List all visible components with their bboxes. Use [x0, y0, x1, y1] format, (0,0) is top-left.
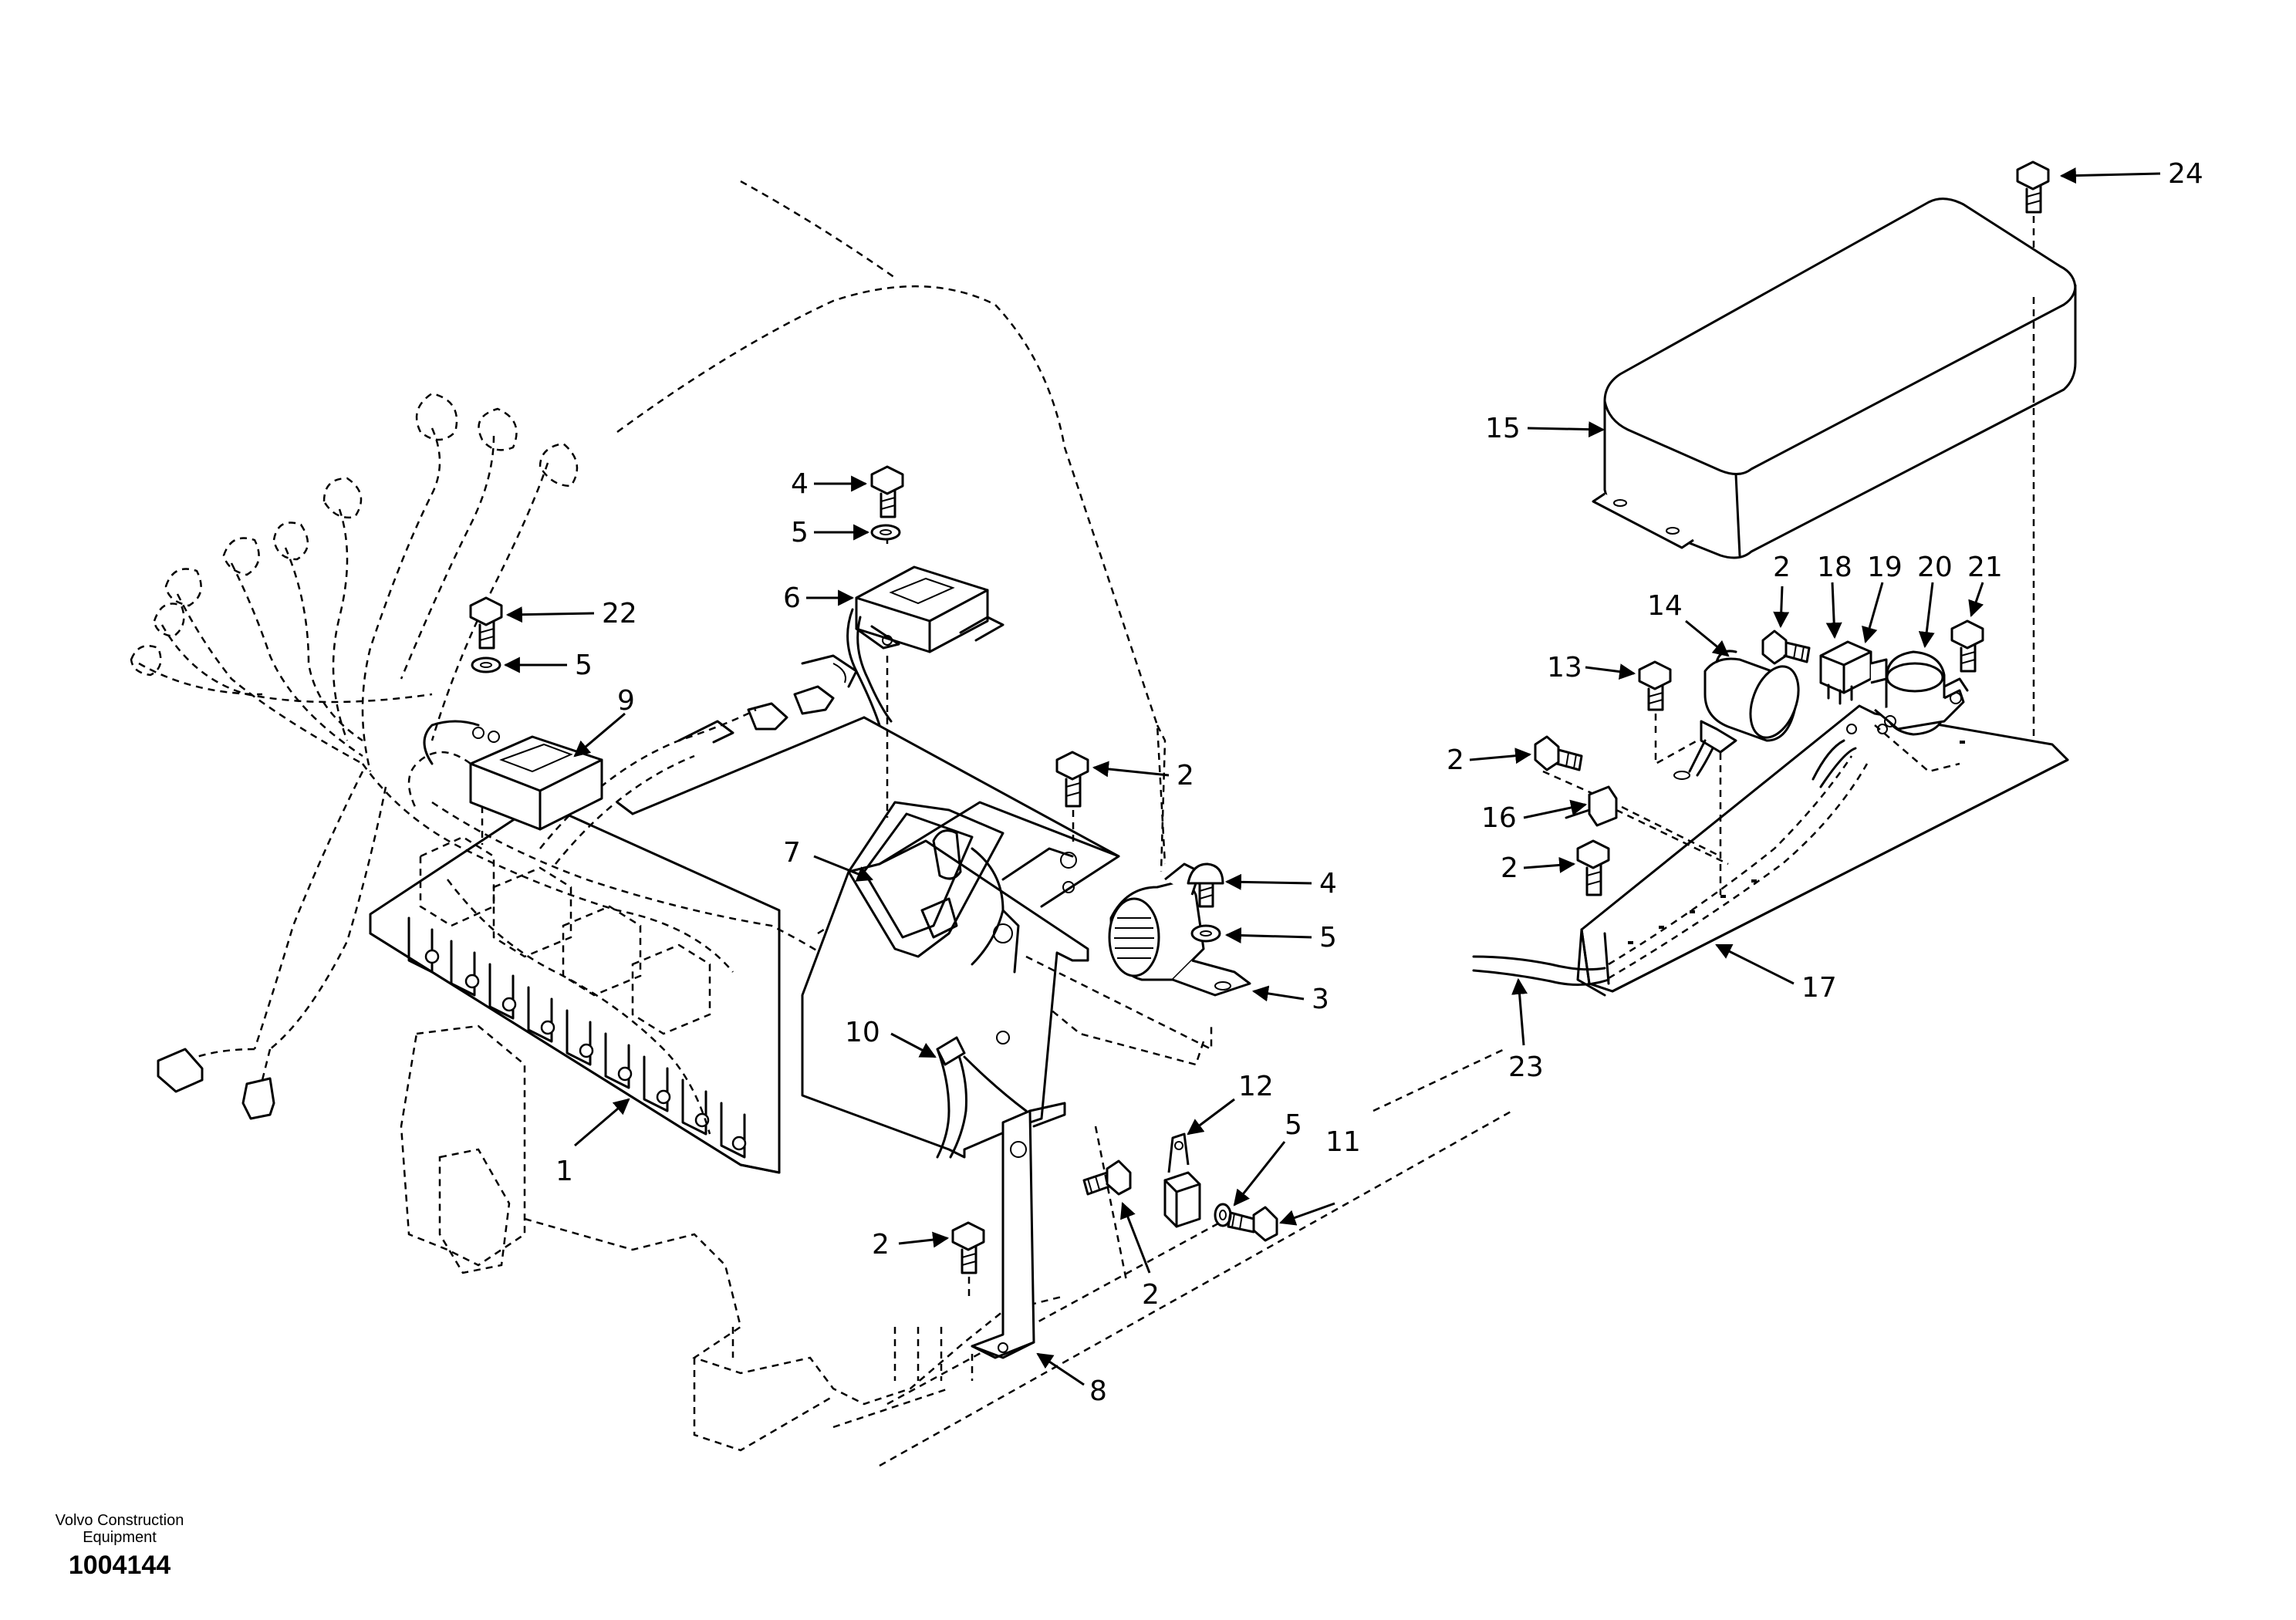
bolt-4b — [1187, 862, 1224, 908]
base-plate-17 — [1542, 704, 2069, 997]
callout-5-controller: 5 — [791, 517, 809, 548]
harness-connectors — [157, 1048, 275, 1120]
callout-9: 9 — [617, 685, 635, 717]
callout-23: 23 — [1508, 1051, 1544, 1083]
callout-6: 6 — [783, 582, 801, 614]
bolt-2e — [951, 1221, 985, 1296]
bolt-11 — [1227, 1206, 1278, 1242]
callout-20: 20 — [1917, 552, 1953, 583]
callout-7: 7 — [783, 837, 801, 869]
callout-labels: 24 15 2 18 19 20 21 14 13 2 16 2 17 23 4… — [555, 158, 2203, 1407]
callout-24: 24 — [2168, 158, 2203, 190]
callout-12: 12 — [1238, 1071, 1274, 1102]
callout-5-horn: 5 — [1319, 922, 1337, 953]
solenoid-14 — [1654, 650, 1800, 780]
bolts — [469, 160, 2050, 1296]
callout-16: 16 — [1481, 802, 1517, 834]
bolt-2f — [1082, 1159, 1132, 1196]
callout-19: 19 — [1867, 552, 1903, 583]
callout-2-angled: 2 — [1142, 1279, 1160, 1311]
callout-17: 17 — [1801, 972, 1837, 1004]
caption-company-line1: Volvo Construction — [56, 1512, 184, 1529]
controller-6 — [846, 525, 1004, 818]
bolt-21 — [1950, 619, 1984, 673]
callout-15: 15 — [1485, 413, 1521, 444]
relay-panel — [369, 801, 781, 1174]
callout-4-controller: 4 — [791, 468, 809, 500]
bolt-2a — [1761, 629, 1811, 665]
caption-company-line2: Equipment — [83, 1529, 157, 1546]
figure-caption: Volvo Construction Equipment 1004144 — [56, 1512, 184, 1580]
bolt-2d — [1055, 751, 1089, 845]
bracket-7 — [801, 801, 1120, 1159]
callout-13: 13 — [1547, 652, 1582, 683]
cable-10 — [936, 1036, 1028, 1159]
battery-relay-20 — [1874, 650, 1969, 773]
bolt-2c — [1576, 839, 1610, 896]
wire-harness — [130, 392, 849, 1135]
leader-lines — [503, 167, 2161, 1386]
callout-3: 3 — [1312, 984, 1329, 1015]
bolt-13 — [1638, 660, 1672, 737]
callout-8: 8 — [1089, 1375, 1107, 1407]
relay-18-19 — [1819, 640, 1888, 705]
callout-10: 10 — [845, 1017, 880, 1048]
relay-module-9 — [407, 720, 603, 845]
callout-4-horn: 4 — [1319, 868, 1337, 899]
callout-11: 11 — [1325, 1126, 1361, 1158]
callout-2-plate-bottom: 2 — [1501, 852, 1518, 884]
callout-5-module: 5 — [575, 650, 593, 681]
bolt-22 — [469, 596, 503, 650]
cover-15 — [1592, 197, 2077, 559]
bracket-8 — [971, 1102, 1066, 1381]
cable-23 — [1472, 724, 1888, 987]
callout-14: 14 — [1647, 590, 1683, 622]
callout-18: 18 — [1817, 552, 1852, 583]
bolt-4a — [870, 465, 904, 518]
callout-2-plate-left: 2 — [1447, 744, 1464, 776]
resistor-12 — [1163, 1132, 1201, 1228]
bolt-24 — [2016, 160, 2050, 289]
callout-2-bracket: 2 — [1177, 760, 1194, 791]
callout-2-relay: 2 — [1773, 552, 1791, 583]
callout-21: 21 — [1967, 552, 2003, 583]
callout-2-lower: 2 — [872, 1229, 890, 1261]
callout-22: 22 — [602, 598, 637, 629]
callout-1: 1 — [555, 1156, 573, 1187]
figure-number: 1004144 — [69, 1551, 171, 1580]
horn-3 — [1025, 862, 1251, 1051]
bolt-2b — [1534, 735, 1583, 771]
callout-5-resistor: 5 — [1285, 1109, 1302, 1141]
